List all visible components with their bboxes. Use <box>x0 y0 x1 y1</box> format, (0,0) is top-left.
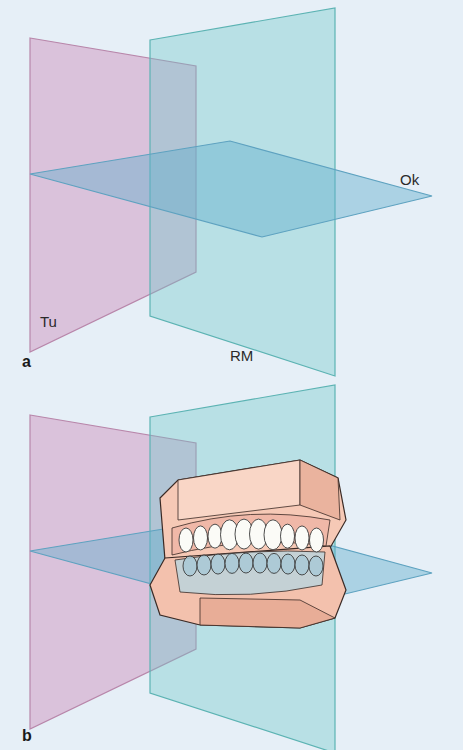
lower-tooth <box>309 556 323 576</box>
plane-label: Tu <box>40 314 57 329</box>
lower-tooth <box>253 553 267 573</box>
upper-tooth <box>281 524 295 548</box>
lower-tooth <box>225 553 239 573</box>
lower-tooth <box>197 555 211 575</box>
panel-letter: b <box>22 728 32 744</box>
reference-planes <box>30 8 432 376</box>
plane-label: RM <box>230 348 253 363</box>
lower-tooth <box>211 554 225 574</box>
lower-tooth <box>281 554 295 574</box>
upper-tooth <box>194 526 208 550</box>
reference-planes <box>30 385 432 750</box>
upper-tooth <box>179 528 193 552</box>
upper-tooth <box>310 528 324 552</box>
teeth <box>179 519 324 576</box>
dental-cast <box>150 460 346 628</box>
upper-tooth <box>208 524 222 548</box>
lower-tooth <box>183 556 197 576</box>
upper-tooth <box>264 520 282 550</box>
upper-tooth <box>295 526 309 550</box>
lower-tooth <box>267 553 281 573</box>
plane-label: Ok <box>400 172 419 187</box>
lower-tooth <box>239 553 253 573</box>
lower-tooth <box>295 555 309 575</box>
panel-letter: a <box>22 354 31 370</box>
